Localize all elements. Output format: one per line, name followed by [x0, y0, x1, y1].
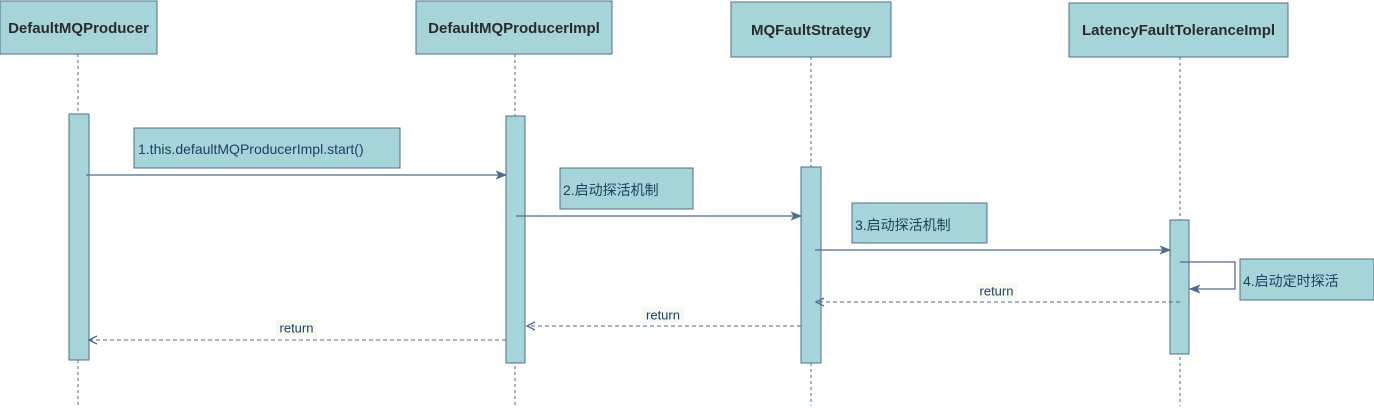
participant-mq-fault-strategy[interactable]: MQFaultStrategy — [730, 1, 892, 58]
message-label: 4.启动定时探活 — [1243, 273, 1339, 289]
return-label: return — [280, 321, 314, 336]
message-1[interactable]: 1.this.defaultMQProducerImpl.start() — [86, 127, 508, 180]
message-3[interactable]: 3.启动探活机制 — [815, 202, 1172, 255]
activation-bar-producer-impl — [505, 115, 526, 364]
activation-bar-latency-fault-tolerance — [1169, 219, 1190, 355]
message-label: 3.启动探活机制 — [855, 217, 951, 233]
participant-label: LatencyFaultToleranceImpl — [1082, 22, 1275, 39]
message-4-self-call[interactable]: 4.启动定时探活 — [1180, 258, 1374, 301]
message-label: 2.启动探活机制 — [563, 182, 659, 198]
participant-default-mq-producer[interactable]: DefaultMQProducer — [0, 0, 158, 55]
message-label: 1.this.defaultMQProducerImpl.start() — [138, 141, 364, 157]
participant-label: MQFaultStrategy — [751, 22, 872, 39]
return-label: return — [980, 284, 1014, 299]
activation-bar-fault-strategy — [800, 166, 822, 364]
return-3[interactable]: return — [89, 320, 506, 340]
participant-default-mq-producer-impl[interactable]: DefaultMQProducerImpl — [415, 0, 613, 55]
message-2[interactable]: 2.启动探活机制 — [516, 167, 803, 221]
participant-latency-fault-tolerance-impl[interactable]: LatencyFaultToleranceImpl — [1068, 2, 1289, 58]
self-call-arrow — [1180, 261, 1236, 294]
participant-label: DefaultMQProducer — [8, 20, 149, 37]
activation-bar-producer — [68, 113, 90, 361]
return-2[interactable]: return — [527, 307, 801, 326]
return-1[interactable]: return — [816, 283, 1180, 302]
participant-label: DefaultMQProducerImpl — [428, 20, 600, 37]
return-label: return — [646, 308, 680, 323]
